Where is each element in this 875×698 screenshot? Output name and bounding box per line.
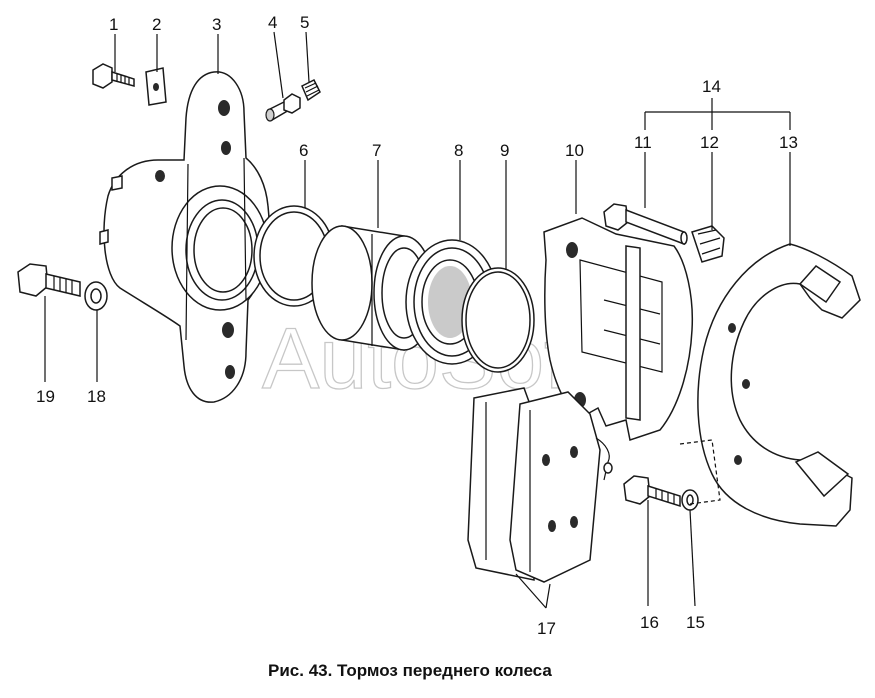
part-17-brake-pads — [467, 387, 613, 583]
callout-19: 19 — [36, 387, 55, 406]
callout-11: 11 — [634, 133, 652, 152]
callout-10: 10 — [565, 141, 584, 160]
callout-5: 5 — [300, 13, 309, 32]
part-3-caliper-housing — [99, 71, 270, 403]
callout-1: 1 — [109, 15, 118, 34]
part-16-bolt — [623, 475, 681, 508]
leader-lines — [44, 31, 791, 609]
part-2-plate — [145, 67, 167, 106]
assembly-hint-dashed — [679, 439, 721, 505]
figure-caption: Рис. 43. Тормоз переднего колеса — [268, 661, 552, 680]
part-19-bolt — [17, 263, 81, 297]
callout-8: 8 — [454, 141, 463, 160]
callout-17: 17 — [537, 619, 556, 638]
callout-9: 9 — [500, 141, 509, 160]
part-13-caliper-frame — [697, 243, 861, 527]
part-4-bleed-valve — [265, 93, 301, 122]
callout-15: 15 — [686, 613, 705, 632]
callout-18: 18 — [87, 387, 106, 406]
callout-16: 16 — [640, 613, 659, 632]
part-15-washer — [681, 489, 699, 511]
part-9-retaining-ring — [461, 267, 535, 373]
callout-12: 12 — [700, 133, 719, 152]
part-10-caliper-bracket — [543, 217, 694, 441]
part-12-pin-boot — [691, 225, 725, 263]
part-11-guide-pin — [603, 203, 688, 246]
callout-3: 3 — [212, 15, 221, 34]
callout-7: 7 — [372, 141, 381, 160]
callout-4: 4 — [268, 13, 277, 32]
callout-13: 13 — [779, 133, 798, 152]
part-1-bolt — [92, 63, 135, 89]
callout-14: 14 — [702, 77, 721, 96]
part-5-cap — [301, 78, 321, 102]
callout-2: 2 — [152, 15, 161, 34]
callout-6: 6 — [299, 141, 308, 160]
part-18-washer — [84, 281, 108, 311]
